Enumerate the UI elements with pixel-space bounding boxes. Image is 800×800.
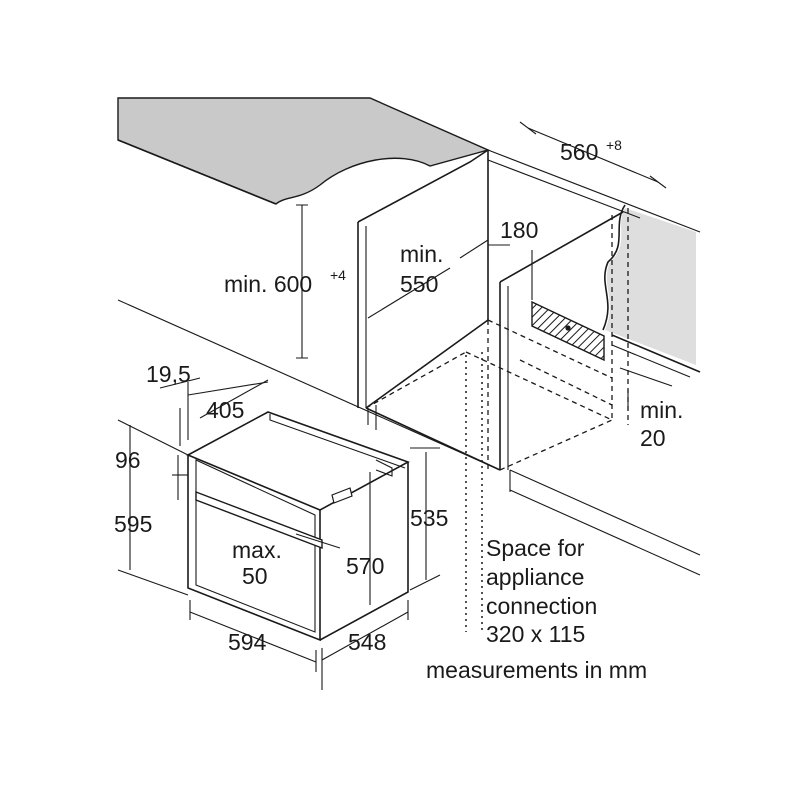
dim-min-height: min. 600 xyxy=(224,271,312,297)
vent-slot xyxy=(531,300,605,362)
dim-panel-depth: 405 xyxy=(206,397,244,423)
dim-side-gap-line1: min. xyxy=(640,397,683,423)
countertop xyxy=(117,97,491,205)
units-note: measurements in mm xyxy=(426,657,647,683)
dim-inner-height: 535 xyxy=(410,505,448,531)
dim-oven-width: 594 xyxy=(228,629,267,655)
dim-min-depth-line1: min. xyxy=(400,241,443,267)
connection-note-line2: appliance xyxy=(486,564,584,590)
dim-side-gap-line2: 20 xyxy=(640,425,666,451)
dim-cabinet-width: 560 xyxy=(560,139,598,165)
dim-max-line2: 50 xyxy=(242,563,268,589)
dimension-lines xyxy=(117,121,673,690)
dim-oven-height: 595 xyxy=(114,511,152,537)
cabinet-niche xyxy=(117,149,701,576)
dim-max-line1: max. xyxy=(232,537,282,563)
dim-front-offset: 19,5 xyxy=(146,361,191,387)
connection-note-line3: connection xyxy=(486,593,597,619)
dim-body-height: 570 xyxy=(346,553,384,579)
dim-min-height-tol: +4 xyxy=(330,267,346,283)
dim-vent-depth: 180 xyxy=(500,217,538,243)
dim-oven-depth: 548 xyxy=(348,629,386,655)
connection-note-line4: 320 x 115 xyxy=(486,621,585,647)
oven xyxy=(186,411,410,642)
dim-top-offset: 96 xyxy=(115,447,141,473)
wall-panel xyxy=(602,204,701,378)
dim-min-depth-line2: 550 xyxy=(400,271,438,297)
connection-note-line1: Space for xyxy=(486,535,585,561)
dim-cabinet-width-tol: +8 xyxy=(606,137,622,153)
